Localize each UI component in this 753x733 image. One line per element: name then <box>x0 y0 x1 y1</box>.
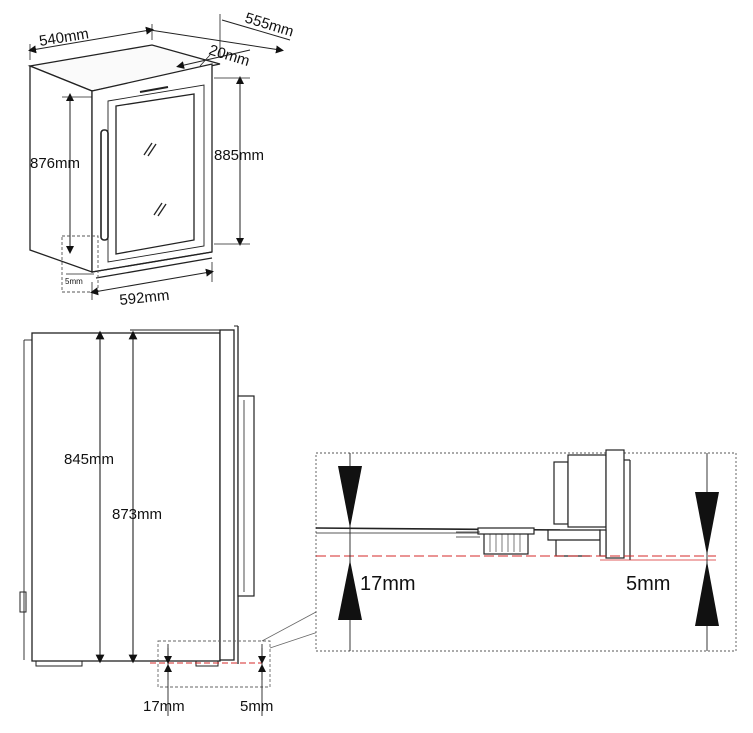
inner-height-label: 845mm <box>64 451 114 468</box>
side-foot-box <box>157 640 271 688</box>
side-door <box>219 329 235 661</box>
door-glass <box>115 93 195 255</box>
total-height-label: 885mm <box>214 147 264 164</box>
rear-gap-arrow-top <box>695 492 719 555</box>
front-gap-label: 17mm <box>360 573 416 595</box>
detail-foot <box>483 531 529 555</box>
depth-label: 555mm <box>243 10 296 41</box>
isometric-view <box>27 14 291 300</box>
detail-view <box>315 449 737 652</box>
rear-gap-label: 5mm <box>626 573 670 595</box>
side-handle <box>237 395 255 597</box>
foot-label: 5mm <box>65 277 83 286</box>
front-gap-arrow-top <box>338 466 362 528</box>
body-height-label: 873mm <box>112 506 162 523</box>
rear-foot-label: 5mm <box>240 698 273 715</box>
side-body <box>31 332 221 662</box>
front-gap-arrow-bottom <box>338 560 362 620</box>
width-label: 540mm <box>38 25 90 50</box>
door-handle <box>100 129 109 241</box>
open-depth-label: 592mm <box>119 287 171 309</box>
cabinet-height-label: 876mm <box>30 155 80 172</box>
front-foot-label: 17mm <box>143 698 185 715</box>
rear-gap-arrow-bottom <box>695 561 719 626</box>
foot-detail-box <box>61 235 99 293</box>
side-view <box>19 325 337 716</box>
